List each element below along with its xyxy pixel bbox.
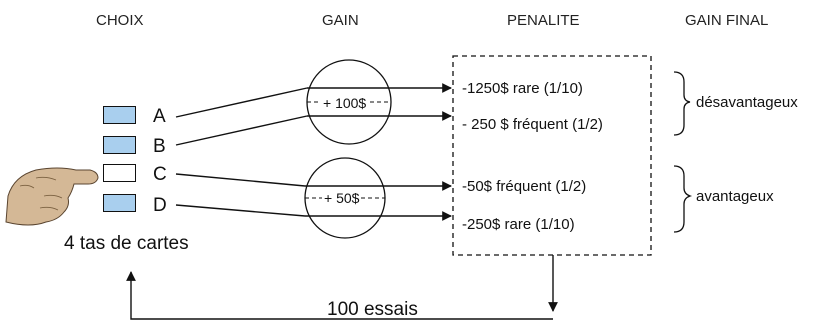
penalty-d: -250$ rare (1/10) xyxy=(462,216,575,233)
gain-low-label: + 50$ xyxy=(322,190,362,206)
deck-c-label: C xyxy=(153,164,167,185)
brace-bad xyxy=(673,71,691,136)
deck-c-card[interactable] xyxy=(103,164,136,182)
penalty-a: -1250$ rare (1/10) xyxy=(462,80,583,97)
gain-high-label: + 100$ xyxy=(321,95,369,111)
trials-caption: 100 essais xyxy=(327,299,418,320)
line-b xyxy=(175,115,308,146)
brace-good xyxy=(673,165,693,233)
penalty-box xyxy=(452,55,652,256)
loop-back-arrow xyxy=(126,271,553,320)
line-d xyxy=(175,204,306,217)
decks-caption: 4 tas de cartes xyxy=(64,233,189,254)
deck-b-label: B xyxy=(153,136,166,157)
category-bad: désavantageux xyxy=(696,94,798,111)
line-c xyxy=(175,173,306,187)
penalty-c: -50$ fréquent (1/2) xyxy=(462,178,587,195)
header-gain: GAIN xyxy=(322,12,359,29)
header-penalite: PENALITE xyxy=(507,12,580,29)
deck-a-card[interactable] xyxy=(103,106,136,124)
line-a xyxy=(175,87,308,118)
header-choix: CHOIX xyxy=(96,12,144,29)
deck-d-label: D xyxy=(153,195,167,216)
deck-b-card[interactable] xyxy=(103,136,136,154)
penalty-b: - 250 $ fréquent (1/2) xyxy=(462,116,603,133)
category-good: avantageux xyxy=(696,188,774,205)
deck-d-card[interactable] xyxy=(103,194,136,212)
header-gain-final: GAIN FINAL xyxy=(685,12,769,29)
hand-icon xyxy=(5,167,99,226)
deck-a-label: A xyxy=(153,106,166,127)
